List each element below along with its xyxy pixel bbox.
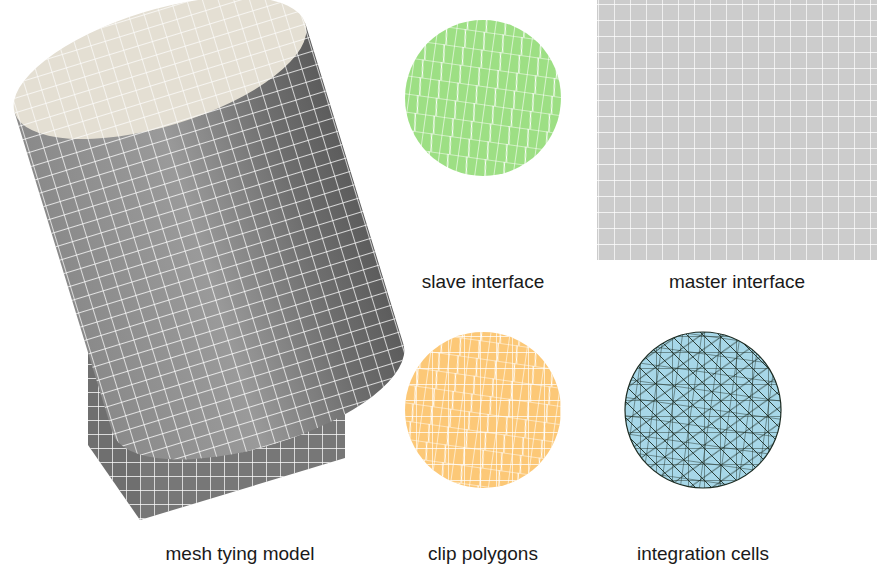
clip-mesh-b [400,327,570,497]
cylinder-top [0,0,322,168]
cells-mesh-a [620,327,790,497]
slave-cylinder [0,0,420,488]
caption-label: integration cells [637,543,769,566]
integration-cells-disc [620,327,790,497]
cells-mesh-b [620,327,790,497]
clip-polygons-disc [400,327,570,497]
caption-label: slave interface [422,271,545,294]
clip-mesh-a [400,327,570,497]
slave-interface-disc [400,15,570,185]
cells-fill [620,327,790,497]
caption-label: mesh tying model [166,543,315,566]
caption-label: clip polygons [428,543,538,566]
clip-fill [400,327,570,497]
cells-outline [625,332,781,488]
cylinder-top-mesh [0,0,322,168]
slave-mesh [400,15,570,185]
master-interface-grid [597,0,877,260]
caption-label: master interface [669,271,805,294]
